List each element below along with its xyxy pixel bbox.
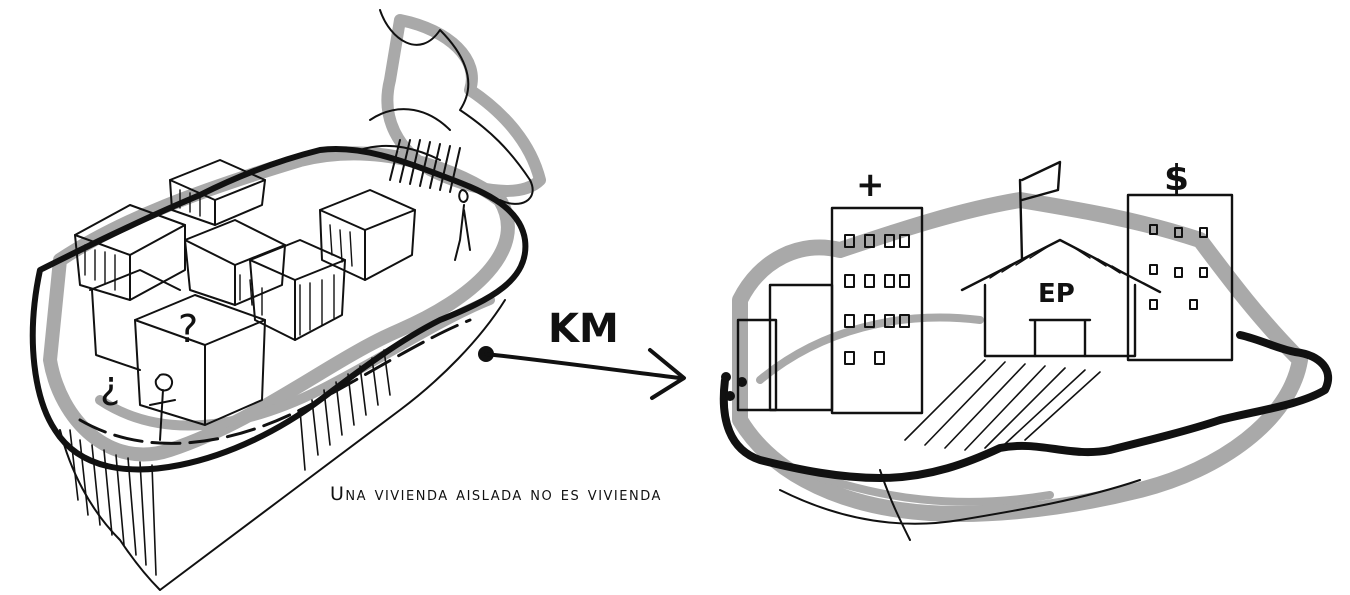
arrow-label: KM <box>548 306 619 352</box>
city-island-sketch: + $ EP <box>719 158 1333 541</box>
inverted-question-mark: ¿ <box>100 363 120 407</box>
church-cross-icon: + <box>856 165 885 205</box>
question-mark: ? <box>178 307 198 351</box>
distance-arrow: KM <box>478 306 686 400</box>
dollar-sign-icon: $ <box>1164 158 1189 199</box>
arrow-shaft <box>484 352 682 380</box>
building-far-left <box>736 318 778 412</box>
public-building-label: EP <box>1038 279 1075 309</box>
isolated-island-sketch: ¿ ? <box>29 9 546 591</box>
caption: Una vivienda aislada no es vivienda <box>330 483 662 505</box>
arrow-head-icon <box>648 348 686 400</box>
building-left <box>768 283 834 412</box>
building-bank <box>1126 193 1234 362</box>
